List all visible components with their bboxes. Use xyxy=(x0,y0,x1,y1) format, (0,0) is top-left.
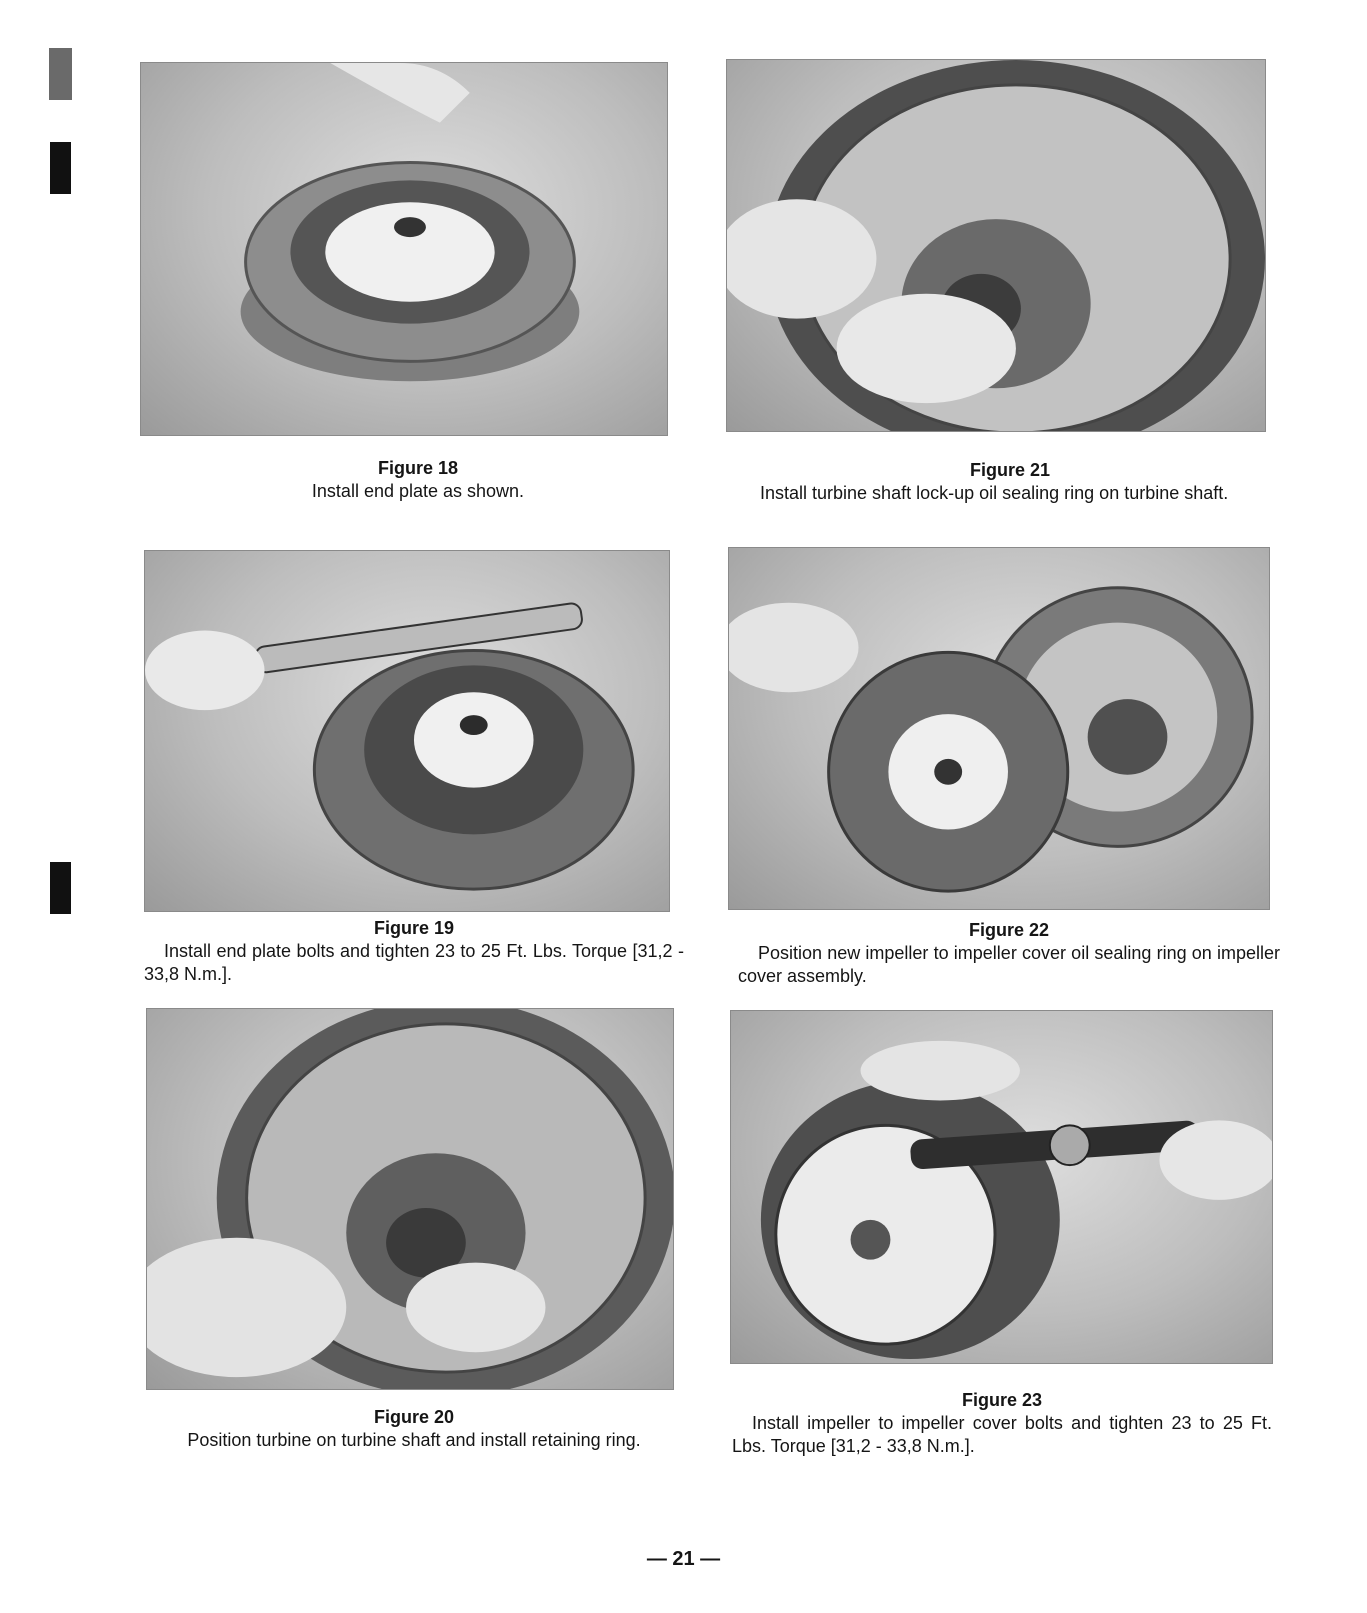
figure-19-photo xyxy=(144,550,670,912)
margin-mark-lower xyxy=(50,862,71,914)
figure-21-text: Install turbine shaft lock-up oil sealin… xyxy=(760,483,1229,503)
figure-18-caption: Figure 18 Install end plate as shown. xyxy=(140,457,696,503)
figure-21-photo xyxy=(726,59,1266,432)
figure-19-title: Figure 19 xyxy=(373,918,455,938)
end-plate-bolts-illustration xyxy=(145,602,635,891)
figure-18-title: Figure 18 xyxy=(377,458,459,478)
end-plate-illustration xyxy=(240,63,580,382)
figure-19-caption: Figure 19 Install end plate bolts and ti… xyxy=(144,917,684,986)
figure-22-title: Figure 22 xyxy=(968,920,1050,940)
impeller-bolts-illustration xyxy=(760,1040,1272,1360)
figure-20-title: Figure 20 xyxy=(373,1407,455,1427)
figure-18-photo xyxy=(140,62,668,436)
figure-21-title: Figure 21 xyxy=(969,460,1051,480)
turbine-install-illustration xyxy=(147,1009,673,1389)
margin-mark-upper xyxy=(50,142,71,194)
figure-23-photo xyxy=(730,1010,1273,1364)
lock-up-ring-illustration xyxy=(727,60,1265,431)
impeller-ring-illustration xyxy=(729,586,1254,893)
figure-20-text: Position turbine on turbine shaft and in… xyxy=(187,1430,641,1450)
margin-mark-top xyxy=(49,48,72,100)
figure-19-text: Install end plate bolts and tighten 23 t… xyxy=(144,941,684,984)
figure-21-caption: Figure 21 Install turbine shaft lock-up … xyxy=(740,459,1280,505)
figure-23-title: Figure 23 xyxy=(961,1390,1043,1410)
figure-22-photo xyxy=(728,547,1270,910)
figure-20-caption: Figure 20 Position turbine on turbine sh… xyxy=(146,1406,682,1452)
figure-18-text: Install end plate as shown. xyxy=(311,481,525,501)
figure-22-caption: Figure 22 Position new impeller to impel… xyxy=(738,919,1280,988)
figure-20-photo xyxy=(146,1008,674,1390)
figure-22-text: Position new impeller to impeller cover … xyxy=(738,943,1280,986)
page-number: — 21 — xyxy=(646,1548,721,1570)
figure-23-caption: Figure 23 Install impeller to impeller c… xyxy=(732,1389,1272,1458)
figure-23-text: Install impeller to impeller cover bolts… xyxy=(732,1413,1272,1456)
